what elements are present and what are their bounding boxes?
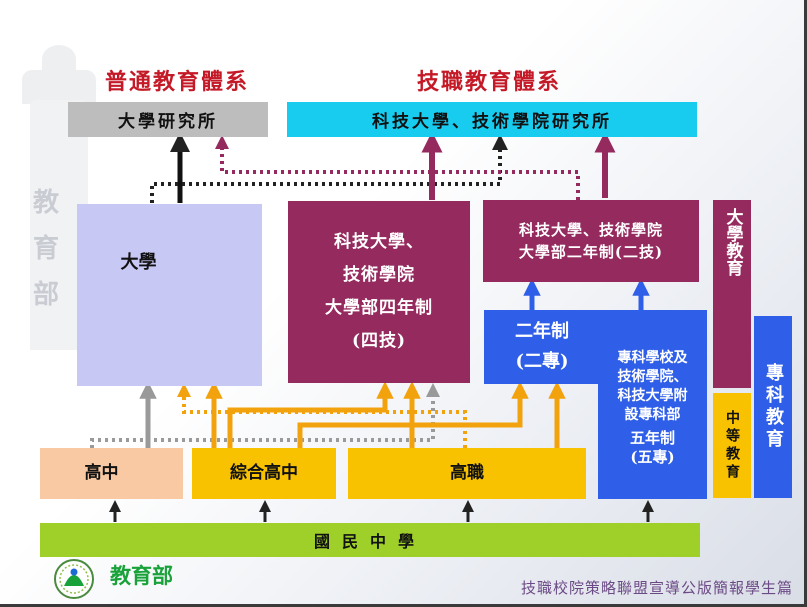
two-year-tech-line: 科技大學、技術學院 — [518, 221, 663, 239]
five-year-line: 技術學院、 — [617, 368, 688, 385]
two-year-tech-program-box: 科技大學、技術學院 大學部二年制(二技) — [483, 200, 699, 282]
watermark-char: 育 — [32, 234, 59, 264]
graduate-school-box: 大學研究所 — [68, 102, 268, 137]
junior-college-education-label: 專科教育 — [763, 363, 784, 451]
two-year-college-line: 二年制 — [515, 321, 569, 342]
ministry-of-education-emblem-icon — [54, 559, 94, 599]
tech-graduate-school-label: 科技大學、技術學院研究所 — [372, 112, 612, 132]
four-year-line: (四技) — [351, 331, 407, 351]
graduate-school-label: 大學研究所 — [118, 112, 218, 132]
four-year-line: 科技大學、 — [334, 232, 424, 252]
vocational-education-heading: 技職教育體系 — [417, 69, 562, 95]
junior-high-school-box: 國民中學 — [40, 523, 700, 557]
secondary-education-label-box: 中等教育 — [713, 393, 751, 498]
ministry-of-education-label: 教育部 — [110, 563, 173, 588]
slide-border-bottom — [0, 604, 807, 607]
comprehensive-high-school-box: 綜合高中 — [192, 448, 336, 499]
two-year-college-box: 二年制 (二專) — [484, 310, 600, 384]
university-label: 大學 — [120, 252, 157, 273]
junior-college-education-label-box: 專科教育 — [754, 316, 792, 498]
five-year-line: (五專) — [630, 447, 675, 466]
five-year-program-box: 專科學校及 技術學院、 科技大學附 設專科部 五年制 (五專) — [598, 310, 707, 499]
four-year-line: 技術學院 — [343, 265, 415, 285]
watermark-char: 教 — [32, 188, 59, 218]
five-year-line: 五年制 — [629, 428, 675, 447]
vocational-high-school-box: 高職 — [348, 448, 586, 499]
higher-education-label: 大學教育 — [722, 208, 743, 276]
higher-education-label-box: 大學教育 — [713, 200, 751, 388]
high-school-box: 高中 — [40, 448, 183, 499]
tech-graduate-school-box: 科技大學、技術學院研究所 — [287, 102, 697, 137]
university-box: 大學 — [77, 204, 262, 386]
junior-high-school-label: 國民中學 — [313, 532, 426, 551]
vocational-high-school-label: 高職 — [450, 463, 484, 483]
two-year-college-line: (二專) — [515, 351, 569, 372]
secondary-education-label: 中等教育 — [724, 409, 740, 482]
four-year-line: 大學部四年制 — [325, 298, 433, 318]
five-year-line: 設專科部 — [624, 406, 681, 423]
footer-caption: 技職校院策略聯盟宣導公版簡報學生篇 — [520, 579, 793, 597]
five-year-line: 科技大學附 — [617, 387, 688, 404]
watermark-text: 教 育 部 — [26, 180, 66, 318]
high-school-label: 高中 — [84, 463, 119, 483]
comprehensive-high-school-label: 綜合高中 — [230, 463, 298, 483]
slide-border-right — [804, 0, 807, 607]
two-year-tech-line: 大學部二年制(二技) — [518, 243, 664, 261]
general-education-heading: 普通教育體系 — [105, 69, 250, 95]
five-year-line: 專科學校及 — [617, 349, 688, 366]
four-year-program-box: 科技大學、 技術學院 大學部四年制 (四技) — [288, 201, 470, 383]
watermark-char: 部 — [32, 280, 59, 310]
